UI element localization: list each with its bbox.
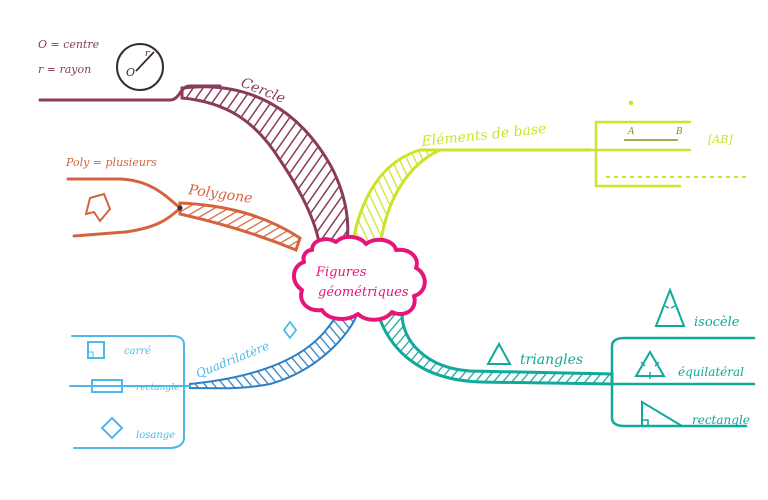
elements-band [350, 148, 441, 250]
quad-losange: losange [136, 430, 175, 441]
cercle-note-rayon: r = rayon [38, 63, 91, 76]
right-triangle-icon [641, 400, 686, 427]
polygone-upper-line [66, 177, 182, 210]
square-icon [87, 341, 105, 359]
branch-quadrilatere: Quadrilatère carré rectangle losange [69, 302, 362, 449]
diamond-icon [100, 416, 124, 440]
triangle-equilateral: équilatéral [678, 365, 744, 379]
triangle-rectangle: rectangle [692, 413, 750, 427]
triangles-band [375, 312, 614, 386]
segment-icon: A B [624, 127, 683, 141]
rhombus-icon [282, 320, 298, 340]
point-b-label: B [675, 127, 683, 137]
center-title-line1: Figures [315, 265, 367, 280]
center-node: Figures géométriques [292, 235, 427, 322]
point-a-label: A [627, 127, 635, 137]
equilateral-triangle-icon [634, 350, 666, 379]
triangles-bracket [610, 336, 756, 428]
quad-rectangle: rectangle [136, 383, 179, 393]
branch-elements: Eléments de base A B [AB] [350, 100, 746, 250]
circle-center-label: O [126, 66, 135, 79]
triangles-label: triangles [520, 352, 583, 368]
center-cloud [292, 235, 427, 322]
polygone-lower-line [72, 206, 182, 238]
cercle-connector-line [38, 84, 222, 102]
polygone-note: Poly = plusieurs [65, 156, 157, 169]
center-title-line2: géométriques [318, 285, 409, 300]
branch-polygone: Polygone Poly = plusieurs [65, 156, 302, 252]
cercle-note-centre: O = centre [38, 38, 100, 51]
circle-radius-label: r [145, 49, 150, 59]
elements-label: Eléments de base [420, 121, 547, 150]
branch-triangles: triangles isocèle équilatéral rectangle [375, 287, 756, 428]
triangle-icon [486, 341, 512, 365]
rectangle-icon [91, 379, 123, 393]
isosceles-triangle-icon [654, 287, 686, 327]
triangle-isocele: isocèle [694, 315, 740, 330]
quad-carre: carré [124, 346, 151, 357]
circle-radius-icon: O r [116, 43, 164, 91]
polygone-band [178, 201, 302, 252]
segment-label: [AB] [708, 133, 733, 146]
quadrilatere-bracket [69, 335, 191, 449]
point-icon [628, 100, 634, 106]
arrow-pentagon-icon [84, 192, 112, 223]
elements-bracket [588, 120, 692, 188]
